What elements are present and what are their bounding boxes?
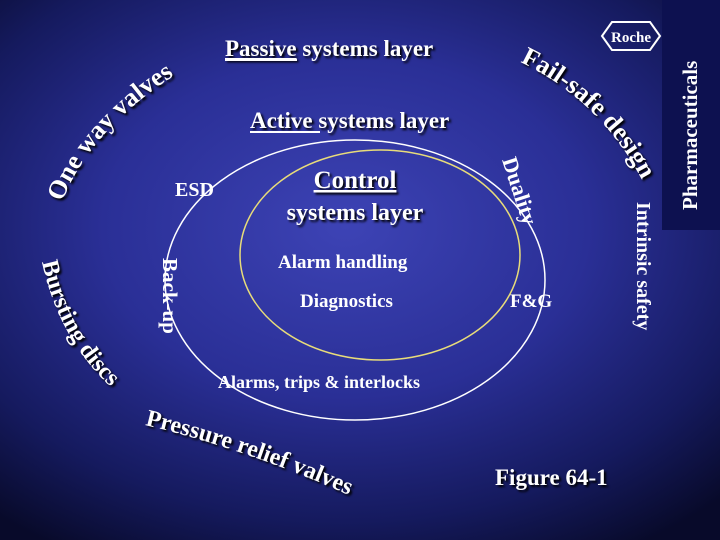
passive-layer-title: Passive systems layer (225, 36, 433, 61)
active-layer-ellipse (164, 139, 546, 421)
sidebar-panel (662, 0, 720, 230)
esd-label: ESD (175, 179, 214, 201)
figure-label: Figure 64-1 (495, 465, 608, 490)
sidebar-label: Pharmaceuticals (678, 61, 702, 210)
one-way-valves-label: One way valves (41, 56, 178, 204)
svg-text:Roche: Roche (611, 30, 651, 46)
control-layer-title: Control (314, 167, 397, 194)
fail-safe-design-label: Fail-safe design (517, 41, 662, 183)
control-layer-ellipse (239, 149, 521, 361)
control-layer-subtitle: systems layer (287, 200, 424, 226)
duality-label: Duality (497, 154, 542, 228)
roche-logo: Roche (600, 21, 662, 51)
alarm-handling-label: Alarm handling (278, 252, 408, 273)
diagnostics-label: Diagnostics (300, 291, 393, 312)
bursting-discs-label: Bursting discs (36, 257, 125, 391)
active-layer-title: Active systems layer (250, 108, 449, 133)
pressure-relief-valves-label: Pressure relief valves (143, 406, 356, 501)
fg-label: F&G (510, 291, 552, 312)
back-up-label: Back-up (158, 258, 182, 334)
intrinsic-safety-label: Intrinsic safety (632, 202, 654, 330)
alarms-trips-label: Alarms, trips & interlocks (218, 372, 420, 392)
